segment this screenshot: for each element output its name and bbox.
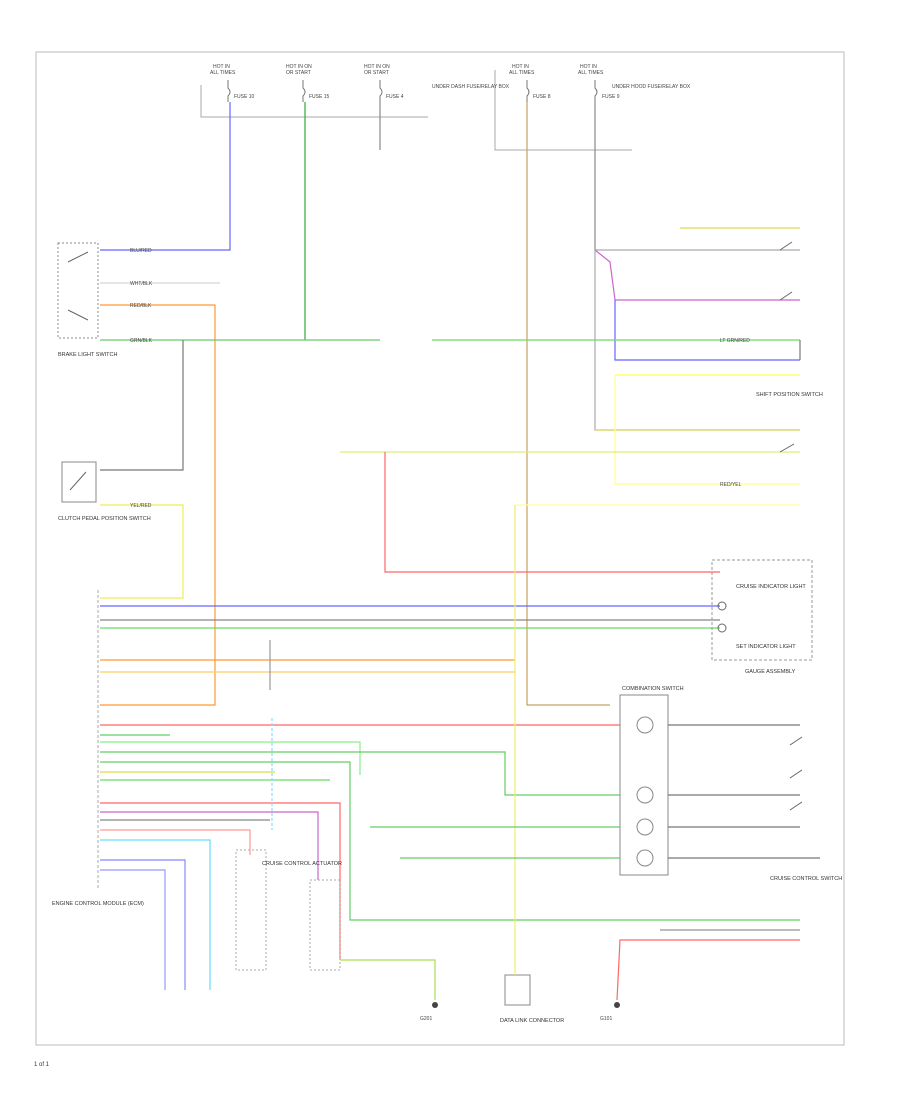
data-connector-label: DATA LINK CONNECTOR <box>500 1018 564 1024</box>
page-number: 1 of 1 <box>34 1062 50 1068</box>
ground-1-label: G201 <box>420 1016 432 1022</box>
brake-switch-label: BRAKE LIGHT SWITCH <box>58 352 118 358</box>
fuse-4-line2: ALL TIMES <box>509 70 535 76</box>
clutch-pedal-switch: CLUTCH PEDAL POSITION SWITCH <box>58 461 151 522</box>
fuse-5-line2: ALL TIMES <box>578 70 604 76</box>
wire-red-ground <box>616 939 800 1001</box>
diagram-border <box>35 51 845 1046</box>
right-feed <box>340 227 801 506</box>
cruise-switch-label: CRUISE CONTROL SWITCH <box>770 876 842 882</box>
ecm-label: ENGINE CONTROL MODULE (ECM) <box>52 901 144 907</box>
shift-switch-label: SHIFT POSITION SWITCH <box>756 392 823 398</box>
ground-2-icon <box>614 1002 620 1008</box>
cruise-indicator-label: CRUISE INDICATOR LIGHT <box>736 584 806 590</box>
wire-label-red-blk: RED/BLK <box>130 303 152 309</box>
combination-switch-label: COMBINATION SWITCH <box>622 686 684 692</box>
fuse-box-left-label: UNDER DASH FUSE/RELAY BOX <box>432 84 510 90</box>
wire-label-wht-blk: WHT/BLK <box>130 281 153 287</box>
brake-light-switch: BRAKE LIGHT SWITCH <box>57 242 118 358</box>
wire-label-blu-red: BLU/RED <box>130 248 152 254</box>
fuse-1-name: FUSE 10 <box>234 94 255 100</box>
cruise-actuator: CRUISE CONTROL ACTUATOR <box>235 849 342 971</box>
combination-switch: COMBINATION SWITCH <box>619 686 684 876</box>
fuse-5-line1: HOT IN <box>580 64 597 70</box>
fuse-1-line2: ALL TIMES <box>210 70 236 76</box>
cruise-actuator-label: CRUISE CONTROL ACTUATOR <box>262 861 342 867</box>
engine-control-module: ENGINE CONTROL MODULE (ECM) <box>52 590 144 907</box>
wire-yel-feed <box>526 102 610 706</box>
fuse-5-name: FUSE 9 <box>602 94 620 100</box>
ground-2-label: G101 <box>600 1016 612 1022</box>
wire-grn-actuator <box>340 959 436 1000</box>
fuse-3-line2: OR START <box>364 70 389 76</box>
fuse-symbols <box>227 80 598 102</box>
wire-label-red-yel: RED/YEL <box>720 482 742 488</box>
fuse-3-name: FUSE 4 <box>386 94 404 100</box>
fuse-box-right-label: UNDER HOOD FUSE/RELAY BOX <box>612 84 691 90</box>
clutch-switch-label: CLUTCH PEDAL POSITION SWITCH <box>58 516 151 522</box>
shift-switches <box>779 241 795 453</box>
wire-label-yel-red: YEL/RED <box>130 503 152 509</box>
fuse-box-right <box>494 70 632 151</box>
fuse-1-line1: HOT IN <box>213 64 230 70</box>
cruise-switch-wires <box>370 724 820 859</box>
wire-orange <box>100 304 216 706</box>
fuse-2-line2: OR START <box>286 70 311 76</box>
set-indicator-label: SET INDICATOR LIGHT <box>736 644 796 650</box>
gauge-assembly-label: GAUGE ASSEMBLY <box>745 669 796 675</box>
gauge-assembly: CRUISE INDICATOR LIGHT SET INDICATOR LIG… <box>711 559 813 675</box>
wire-clutch-yel <box>100 504 184 599</box>
fuse-3-line1: HOT IN ON <box>364 64 390 70</box>
wire-label-lt-grn: LT GRN/RED <box>720 338 750 344</box>
cruise-switch-contacts <box>789 736 803 811</box>
ground-1-icon <box>432 1002 438 1008</box>
fuse-2-name: FUSE 15 <box>309 94 330 100</box>
fuse-4-name: FUSE 8 <box>533 94 551 100</box>
fuse-2-line1: HOT IN ON <box>286 64 312 70</box>
wire-black-down <box>100 340 184 471</box>
ecm-wires <box>100 452 720 990</box>
data-link-connector: DATA LINK CONNECTOR <box>500 505 564 1024</box>
wire-red-bend <box>594 249 800 301</box>
feed-wires <box>100 102 610 706</box>
fuse-4-line1: HOT IN <box>512 64 529 70</box>
fuse-box-left <box>200 85 428 118</box>
wire-label-grn-blk: GRN/BLK <box>130 338 153 344</box>
wire-blu-red-feed <box>100 102 231 251</box>
